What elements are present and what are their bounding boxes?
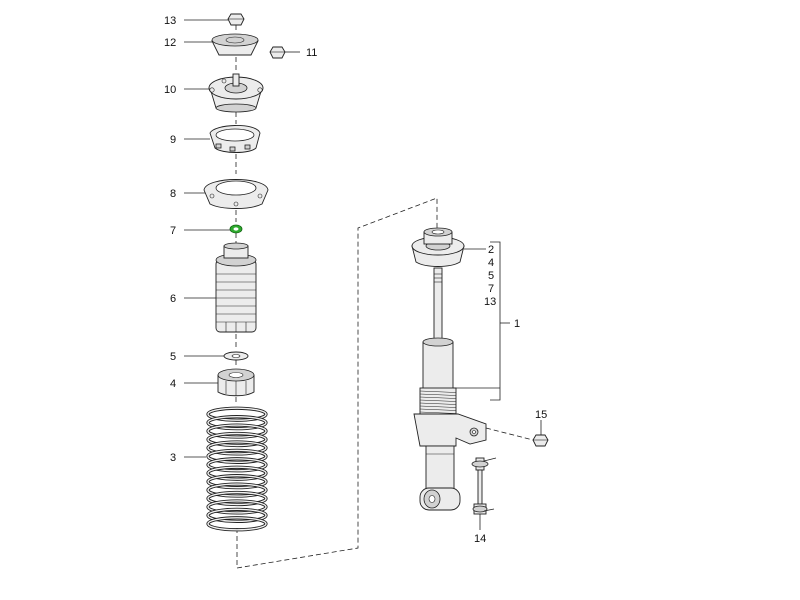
- spring-coil-highlight: [207, 491, 267, 506]
- spring-coil-highlight: [207, 500, 267, 514]
- callout-10: 10: [164, 84, 176, 96]
- callout-13: 13: [164, 15, 176, 27]
- cap-part-12[interactable]: [211, 33, 259, 56]
- thread-line: [419, 405, 457, 408]
- thread-line: [419, 408, 457, 411]
- callout-6: 6: [170, 293, 176, 305]
- callout-group-4: 4: [488, 257, 494, 269]
- shock-body-upper[interactable]: [422, 337, 454, 391]
- spring-coil-highlight: [207, 424, 267, 438]
- top-mount-part-10[interactable]: [208, 73, 264, 113]
- assembly-connector: [236, 197, 438, 569]
- thread-line: [419, 402, 457, 405]
- shock-body-lower[interactable]: [425, 445, 455, 493]
- leader-lines: [184, 19, 542, 530]
- spring-coil-highlight: [207, 466, 267, 480]
- callout-3: 3: [170, 452, 176, 464]
- callout-15: 15: [535, 409, 547, 421]
- piston-rod[interactable]: [433, 267, 443, 343]
- callout-2: 2: [488, 244, 494, 256]
- callout-5: 5: [170, 351, 176, 363]
- nut-part-15[interactable]: [532, 434, 549, 447]
- shock-top-ring[interactable]: [411, 227, 465, 267]
- callout-8: 8: [170, 188, 176, 200]
- lower-eye-mount[interactable]: [419, 487, 461, 511]
- seal-ring-part-7[interactable]: [229, 224, 243, 234]
- coil-spring-part-3[interactable]: [206, 406, 268, 532]
- thread-line: [419, 393, 457, 396]
- callout-14: 14: [474, 533, 486, 545]
- spring-coil-highlight: [207, 432, 267, 447]
- thread-line: [419, 399, 457, 402]
- spring-coil-highlight: [207, 517, 267, 531]
- spring-pad-part-4[interactable]: [217, 368, 255, 397]
- callout-11: 11: [306, 47, 317, 59]
- spring-seat-part-8[interactable]: [203, 179, 269, 209]
- spring-coil-highlight: [207, 474, 267, 489]
- thread-line: [419, 411, 457, 414]
- spring-coil-highlight: [207, 415, 267, 430]
- callout-4: 4: [170, 378, 176, 390]
- spring-coil-highlight: [207, 508, 267, 523]
- callout-1: 1: [514, 318, 520, 330]
- top-nut-part-13[interactable]: [227, 13, 245, 26]
- spring-coil-highlight: [207, 483, 267, 497]
- thread-line: [419, 396, 457, 399]
- bump-stop-part-6[interactable]: [215, 242, 257, 333]
- small-nut-part-11[interactable]: [269, 46, 286, 59]
- spring-coil-highlight: [207, 449, 267, 464]
- washer-part-5[interactable]: [223, 351, 249, 361]
- shock-bracket[interactable]: [413, 413, 487, 447]
- callout-group-5: 5: [488, 270, 494, 282]
- callout-group-7: 7: [488, 283, 494, 295]
- thread-line: [419, 390, 457, 393]
- callout-group-13: 13: [484, 296, 496, 308]
- callout-9: 9: [170, 134, 176, 146]
- spring-coil-highlight: [207, 458, 267, 472]
- link-rod-part-14[interactable]: [471, 457, 497, 515]
- callout-7: 7: [170, 225, 176, 237]
- callout-12: 12: [164, 37, 176, 49]
- spring-coil-highlight: [207, 407, 267, 421]
- slotted-ring-part-9[interactable]: [209, 125, 261, 153]
- spring-coil-highlight: [207, 441, 267, 455]
